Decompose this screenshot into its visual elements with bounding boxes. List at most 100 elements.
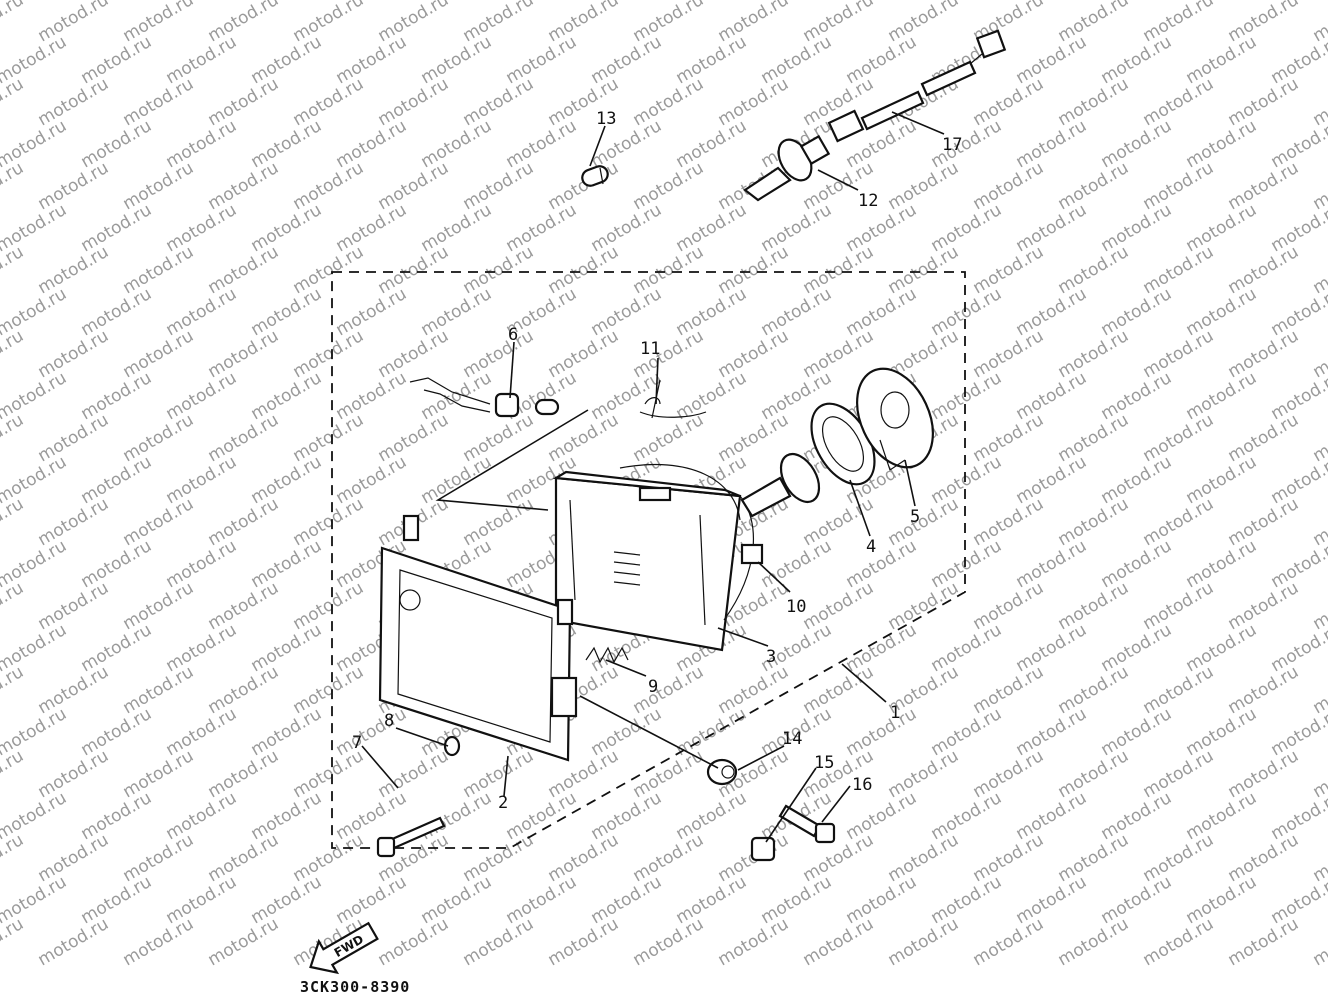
watermark-text: motod.ru <box>248 620 326 676</box>
watermark-text: motod.ru <box>205 494 283 550</box>
watermark-text: motod.ru <box>1098 32 1176 88</box>
watermark-text: motod.ru <box>843 200 921 256</box>
watermark-text: motod.ru <box>163 116 241 172</box>
watermark-text: motod.ru <box>1055 662 1133 718</box>
watermark-text: motod.ru <box>120 830 198 886</box>
watermark-text: motod.ru <box>1310 914 1328 970</box>
watermark-text: motod.ru <box>418 368 496 424</box>
watermark-text: motod.ru <box>928 368 1006 424</box>
watermark-text: motod.ru <box>120 746 198 802</box>
watermark-text: motod.ru <box>970 746 1048 802</box>
watermark-text: motod.ru <box>1055 74 1133 130</box>
watermark-text: motod.ru <box>0 0 27 46</box>
watermark-text: motod.ru <box>35 242 113 298</box>
watermark-text: motod.ru <box>673 116 751 172</box>
watermark-text: motod.ru <box>120 242 198 298</box>
callout-10: 10 <box>786 597 806 617</box>
watermark-text: motod.ru <box>120 74 198 130</box>
watermark-text: motod.ru <box>1225 746 1303 802</box>
collar-15 <box>750 836 776 862</box>
watermark-text: motod.ru <box>375 242 453 298</box>
watermark-text: motod.ru <box>0 242 27 298</box>
headlight-rim-2 <box>378 514 578 762</box>
watermark-text: motod.ru <box>78 620 156 676</box>
watermark-text: motod.ru <box>1183 788 1261 844</box>
watermark-text: motod.ru <box>1183 872 1261 928</box>
watermark-text: motod.ru <box>248 536 326 592</box>
leader-lines <box>361 111 945 843</box>
watermark-text: motod.ru <box>630 74 708 130</box>
watermark-text: motod.ru <box>503 32 581 88</box>
callout-7: 7 <box>352 733 362 753</box>
watermark-text: motod.ru <box>545 914 623 970</box>
watermark-text: motod.ru <box>588 788 666 844</box>
watermark-text: motod.ru <box>1055 578 1133 634</box>
watermark-text: motod.ru <box>630 746 708 802</box>
watermark-text: motod.ru <box>1268 116 1328 172</box>
watermark-text: motod.ru <box>1013 284 1091 340</box>
watermark-text: motod.ru <box>1013 452 1091 508</box>
watermark-text: motod.ru <box>843 788 921 844</box>
watermark-text: motod.ru <box>0 494 27 550</box>
watermark-text: motod.ru <box>1098 704 1176 760</box>
watermark-text: motod.ru <box>418 200 496 256</box>
lens-markings <box>569 499 706 626</box>
spring-9 <box>585 646 629 664</box>
watermark-text: motod.ru <box>163 32 241 88</box>
watermark-text: motod.ru <box>78 452 156 508</box>
watermark-text: motod.ru <box>205 242 283 298</box>
watermark-text: motod.ru <box>205 74 283 130</box>
watermark-text: motod.ru <box>970 662 1048 718</box>
watermark-text: motod.ru <box>290 746 368 802</box>
watermark-text: motod.ru <box>460 242 538 298</box>
watermark-text: motod.ru <box>0 578 27 634</box>
watermark-text: motod.ru <box>333 284 411 340</box>
headlight-bulb-12 <box>743 134 831 202</box>
watermark-text: motod.ru <box>1140 662 1218 718</box>
callout-4: 4 <box>866 537 876 557</box>
watermark-text: motod.ru <box>1225 74 1303 130</box>
watermark-text: motod.ru <box>290 242 368 298</box>
watermark-text: motod.ru <box>248 452 326 508</box>
watermark-text: motod.ru <box>800 242 878 298</box>
watermark-text: motod.ru <box>588 200 666 256</box>
watermark-text: motod.ru <box>800 830 878 886</box>
watermark-text: motod.ru <box>163 704 241 760</box>
watermark-text: motod.ru <box>928 284 1006 340</box>
watermark-text: motod.ru <box>630 410 708 466</box>
bracket-10 <box>740 543 764 565</box>
watermark-text: motod.ru <box>78 200 156 256</box>
watermark-text: motod.ru <box>78 788 156 844</box>
watermark-text: motod.ru <box>290 578 368 634</box>
watermark-text: motod.ru <box>928 872 1006 928</box>
callout-6: 6 <box>508 325 518 345</box>
watermark-text: motod.ru <box>205 914 283 970</box>
watermark-text: motod.ru <box>205 662 283 718</box>
watermark-text: motod.ru <box>205 578 283 634</box>
watermark-text: motod.ru <box>1140 746 1218 802</box>
watermark-text: motod.ru <box>0 914 27 970</box>
headlight-unit-3 <box>552 464 755 652</box>
watermark-text: motod.ru <box>0 326 27 382</box>
watermark-text: motod.ru <box>163 368 241 424</box>
watermark-text: motod.ru <box>1055 410 1133 466</box>
watermark-text: motod.ru <box>1183 284 1261 340</box>
watermark-text: motod.ru <box>78 284 156 340</box>
watermark-text: motod.ru <box>885 578 963 634</box>
watermark-text: motod.ru <box>1098 452 1176 508</box>
watermark-text: motod.ru <box>35 74 113 130</box>
watermark-text: motod.ru <box>630 914 708 970</box>
callout-13: 13 <box>596 109 616 129</box>
watermark-text: motod.ru <box>375 914 453 970</box>
watermark-text: motod.ru <box>205 830 283 886</box>
watermark-text: motod.ru <box>1055 494 1133 550</box>
callout-5: 5 <box>910 507 920 527</box>
watermark-text: motod.ru <box>715 914 793 970</box>
watermark-text: motod.ru <box>205 326 283 382</box>
watermark-text: motod.ru <box>885 242 963 298</box>
watermark-text: motod.ru <box>970 914 1048 970</box>
watermark-text: motod.ru <box>673 284 751 340</box>
watermark-text: motod.ru <box>545 326 623 382</box>
watermark-text: motod.ru <box>375 158 453 214</box>
watermark-text: motod.ru <box>800 326 878 382</box>
